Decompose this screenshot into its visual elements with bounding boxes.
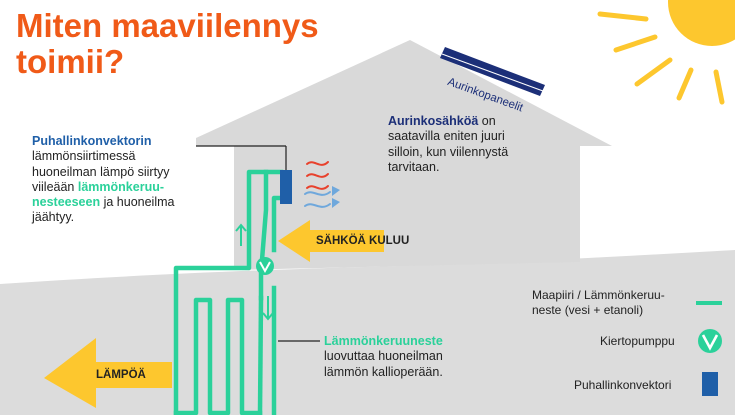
arrow-up-icon (235, 223, 247, 246)
solar-note-line3: silloin, kun viilennystä (388, 144, 509, 159)
heat-label: LÄMPÖÄ (96, 369, 146, 381)
legend-pipe-label: Maapiiri / Lämmönkeruu- neste (vesi + et… (532, 288, 665, 318)
fluid-note-line2: luovuttaa huoneilman (324, 349, 443, 364)
solar-note-bold: Aurinkosähköä (388, 114, 479, 128)
convector-note-line4-teal: lämmönkeruu- (77, 179, 165, 194)
legend-pump-label: Kiertopumppu (600, 334, 675, 348)
warm-air-waves (306, 161, 329, 190)
title-line-1: Miten maaviilennys (16, 7, 319, 44)
title-line-2: toimii? (16, 42, 125, 80)
convector-note-line3: huoneilman lämpö siirtyy (32, 164, 170, 179)
solar-note-line4: tarvitaan. (388, 159, 440, 174)
page-title: Miten maaviilennys toimii? (16, 8, 319, 79)
house (196, 40, 612, 270)
legend-convector-icon (702, 372, 718, 396)
convector-note-bold: Puhallinkonvektorin (32, 134, 152, 148)
fluid-note-line3: lämmön kallioperään. (324, 364, 443, 379)
convector-note-line6: jäähtyy. (32, 210, 75, 225)
convector-note-line5-teal: nesteeseen (32, 195, 101, 209)
heat-arrow (44, 338, 172, 408)
cool-air-arrowhead-2 (332, 198, 340, 208)
convector-note-line5-end: ja huoneilma (100, 195, 175, 209)
sun-icon (597, 0, 735, 105)
cool-air-arrowhead (332, 186, 340, 196)
solar-note: Aurinkosähköä on saatavilla eniten juuri… (388, 114, 508, 175)
convector-icon (280, 170, 292, 204)
convector-note-line4-start: viileään (32, 179, 78, 194)
legend-pump-icon (698, 329, 722, 353)
pipe-loop (173, 169, 292, 415)
solar-panel-icon (440, 47, 545, 96)
convector-note: Puhallinkonvektorin lämmönsiirtimessä hu… (32, 134, 174, 226)
legend-pipe-line1: Maapiiri / Lämmönkeruu- (532, 288, 665, 302)
pump-icon (256, 257, 274, 275)
solar-note-line1: on (478, 114, 496, 128)
legend-pipe-line2: neste (vesi + etanoli) (532, 303, 644, 317)
electricity-label: SÄHKÖÄ KULUU (316, 235, 410, 247)
fluid-note: Lämmönkeruuneste luovuttaa huoneilman lä… (324, 334, 443, 380)
fluid-note-bold: Lämmönkeruuneste (324, 334, 443, 348)
solar-note-line2: saatavilla eniten juuri (388, 129, 505, 144)
cool-air-waves (304, 191, 331, 208)
legend-convector-label: Puhallinkonvektori (574, 378, 672, 392)
arrow-down-icon (262, 296, 274, 321)
convector-note-line2: lämmönsiirtimessä (32, 149, 136, 164)
electricity-arrow (278, 220, 384, 262)
ground (0, 250, 735, 415)
